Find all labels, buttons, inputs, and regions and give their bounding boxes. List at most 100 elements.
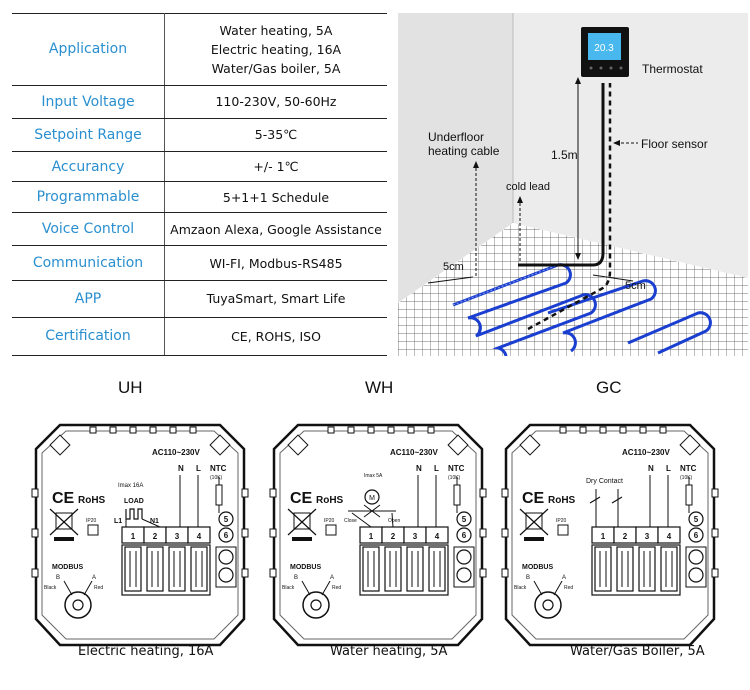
terminal-6 — [218, 527, 234, 543]
spec-key: Communication — [12, 245, 165, 281]
terminal-4-label: 4 — [197, 532, 202, 541]
rohs-mark: RoHS — [78, 495, 106, 506]
terminal-3-label: 3 — [175, 532, 180, 541]
load-coil-icon — [125, 508, 143, 520]
modbus-a-label: A — [330, 575, 334, 581]
spec-value: WI-FI, Modbus-RS485 — [164, 245, 387, 281]
diagram-caption: Water heating, 5A — [330, 644, 448, 659]
spec-value: +/- 1℃ — [164, 151, 387, 183]
spec-value: Water heating, 5A Electric heating, 16A Wa… — [164, 13, 387, 86]
gap-right-label: 5cm — [625, 280, 646, 292]
terminal-6-label: 6 — [224, 531, 229, 540]
open-label: Open — [388, 518, 400, 524]
spec-value: CE, ROHS, ISO — [164, 317, 387, 357]
floor-heating-illustration: 20.3 Thermostat Floor sensor Underfloor … — [398, 13, 748, 356]
cold-lead — [518, 83, 605, 267]
ip20-label: IP20 — [86, 518, 97, 524]
modbus-b-label: B — [294, 575, 298, 581]
voltage-label: AC110~230V — [152, 448, 200, 457]
spec-value: TuyaSmart, Smart Life — [164, 280, 387, 318]
diagram-title: WH — [365, 378, 394, 397]
ip20-label: IP20 — [556, 518, 567, 524]
dry-contact-label: Dry Contact — [586, 478, 623, 485]
black-label: Black — [514, 585, 527, 591]
ip20-label: IP20 — [324, 518, 335, 524]
spec-key: Input Voltage — [12, 85, 165, 119]
imax-label: Imax 5A — [364, 473, 383, 479]
cold-lead-label: cold lead — [506, 181, 550, 193]
spec-value-line: Water heating, 5A — [219, 22, 333, 38]
terminal-2-label: 2 — [623, 532, 628, 541]
floor-grid — [398, 223, 748, 356]
spec-key: APP — [12, 280, 165, 318]
spec-value-line: Water/Gas boiler, 5A — [211, 60, 341, 76]
floor-sensor-wire — [527, 83, 612, 331]
ce-mark: CE — [52, 490, 75, 507]
spec-value-line: Electric heating, 16A — [210, 41, 342, 57]
modbus-label: MODBUS — [522, 564, 553, 571]
terminal-2-label: 2 — [153, 532, 158, 541]
spec-value: 5-35℃ — [164, 118, 387, 152]
cable-label-2: heating cable — [428, 144, 500, 158]
modbus-b-label: B — [526, 575, 530, 581]
load-label: LOAD — [124, 498, 144, 505]
terminal-5-label: 5 — [694, 515, 699, 524]
terminal-4 — [657, 526, 681, 544]
spec-key: Certification — [12, 317, 165, 357]
terminal-1-label: 1 — [131, 532, 136, 541]
red-label: Red — [564, 585, 573, 591]
spec-value: 110-230V, 50-60Hz — [164, 85, 387, 119]
n-label: N — [416, 464, 422, 473]
terminal-6 — [688, 527, 704, 543]
n-label: N — [178, 464, 184, 473]
spec-key: Accurancy — [12, 151, 165, 183]
terminal-2-label: 2 — [391, 532, 396, 541]
spec-table: Application Water heating, 5A Electric hea… — [12, 13, 387, 357]
terminal-1-label: 1 — [369, 532, 374, 541]
ntc-sub-label: (10K) — [680, 475, 693, 481]
ntc-sensor-icon — [453, 484, 461, 506]
ntc-label: NTC — [680, 464, 697, 473]
spec-row: Setpoint Range 5-35℃ — [12, 118, 387, 152]
l-label: L — [434, 464, 439, 473]
spec-value-line: 110-230V, 50-60Hz — [215, 94, 337, 110]
black-label: Black — [44, 585, 57, 591]
terminal-5-label: 5 — [462, 515, 467, 524]
close-label: Close — [344, 518, 357, 524]
ntc-sub-label: (10K) — [210, 475, 223, 481]
modbus-label: MODBUS — [52, 564, 83, 571]
spec-key: Setpoint Range — [12, 118, 165, 152]
ce-mark: CE — [290, 490, 313, 507]
imax-label: Imax 16A — [118, 483, 143, 489]
heating-cable — [452, 263, 712, 356]
spec-value-line: CE, ROHS, ISO — [231, 328, 321, 344]
terminal-6-label: 6 — [694, 531, 699, 540]
spec-value: Amzaon Alexa, Google Assistance — [164, 212, 387, 247]
n-label: N — [648, 464, 654, 473]
spec-key: Voice Control — [12, 212, 165, 247]
l-label: L — [196, 464, 201, 473]
spec-value-line: 5-35℃ — [254, 127, 298, 143]
ntc-sub-label: (10K) — [448, 475, 461, 481]
l-label: L — [666, 464, 671, 473]
spec-row: Input Voltage 110-230V, 50-60Hz — [12, 85, 387, 119]
valve-motor-icon — [364, 489, 380, 505]
diagram-caption: Water/Gas Boiler, 5A — [570, 644, 705, 659]
modbus-label: MODBUS — [290, 564, 321, 571]
terminal-6 — [456, 527, 472, 543]
red-label: Red — [332, 585, 341, 591]
dry-contact-switch-icon — [589, 496, 601, 504]
diagram-title: GC — [596, 378, 622, 397]
terminal-1-label: 1 — [601, 532, 606, 541]
terminal-3-label: 3 — [413, 532, 418, 541]
spec-key: Application — [12, 13, 165, 86]
black-label: Black — [282, 585, 295, 591]
ip20-icon — [87, 524, 99, 536]
spec-value-line: +/- 1℃ — [253, 159, 299, 174]
rohs-mark: RoHS — [316, 495, 344, 506]
spec-row: Certification CE, ROHS, ISO — [12, 317, 387, 357]
